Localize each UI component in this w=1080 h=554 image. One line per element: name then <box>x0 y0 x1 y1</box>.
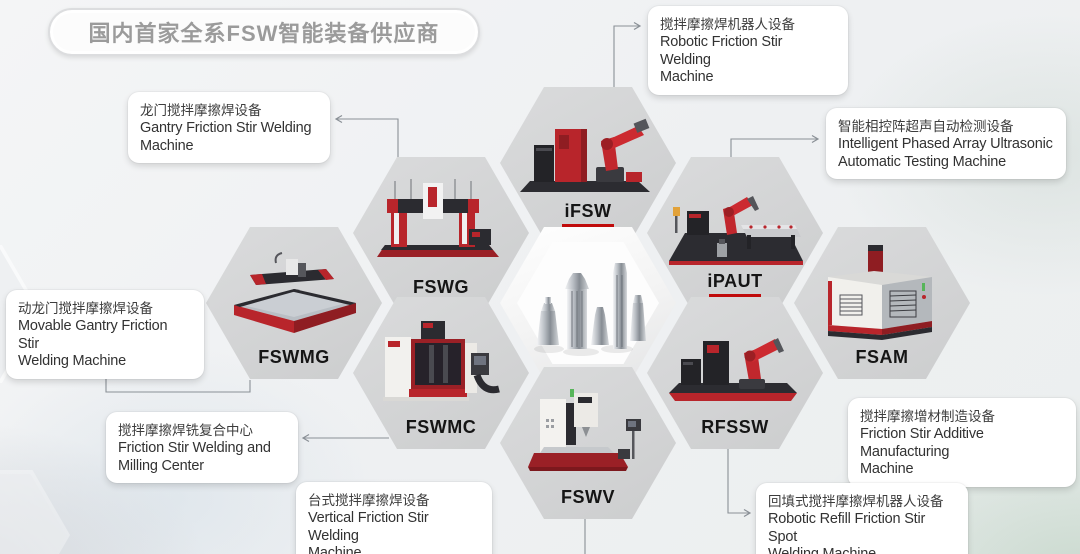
callout-rfssw: 回填式搅拌摩擦焊机器人设备 Robotic Refill Friction St… <box>756 483 968 554</box>
callout-zh: 台式搅拌摩擦焊设备 <box>308 493 430 508</box>
page-title: 国内首家全系FSW智能装备供应商 <box>88 21 440 46</box>
hex-fswv: FSWV <box>500 367 676 519</box>
hex-rfssw-label: RFSSW <box>701 417 769 437</box>
title-banner: 国内首家全系FSW智能装备供应商 <box>48 8 480 56</box>
ipaut-machine-image <box>669 196 803 265</box>
hex-fswmg-label: FSWMG <box>258 347 330 367</box>
fswg-machine-image <box>377 179 499 257</box>
callout-en: Intelligent Phased Array Ultrasonic Auto… <box>838 136 1053 170</box>
hex-ipaut-label: iPAUT <box>707 271 763 291</box>
hex-fswg: FSWG <box>353 157 529 309</box>
fswv-machine-image <box>528 389 641 471</box>
callout-gantry-fsw: 龙门搅拌摩擦焊设备 Gantry Friction Stir Welding M… <box>128 92 330 164</box>
connector-ipaut <box>730 134 820 157</box>
callout-zh: 龙门搅拌摩擦焊设备 <box>140 103 262 118</box>
callout-zh: 回填式搅拌摩擦焊机器人设备 <box>768 494 944 509</box>
ifsw-machine-image <box>520 118 650 192</box>
callout-en: Gantry Friction Stir Welding Machine <box>140 120 312 154</box>
fsam-machine-image <box>828 245 932 340</box>
callout-movable-gantry: 动龙门搅拌摩擦焊设备 Movable Gantry Friction Stir … <box>6 290 204 380</box>
hex-fswg-label: FSWG <box>413 277 469 297</box>
hexagon-shape <box>353 157 529 309</box>
decor-hexagon <box>0 470 70 554</box>
callout-fsam: 搅拌摩擦增材制造设备 Friction Stir Additive Manufa… <box>848 398 1076 488</box>
callout-zh: 动龙门搅拌摩擦焊设备 <box>18 301 153 316</box>
callout-en: Friction Stir Welding and Milling Center <box>118 440 271 474</box>
hex-welding-tools <box>500 227 676 379</box>
hex-fsam: FSAM <box>794 227 970 379</box>
red-underline <box>562 224 614 227</box>
callout-robotic-fsw: 搅拌摩擦焊机器人设备 Robotic Friction Stir Welding… <box>648 6 848 96</box>
connector-ifsw <box>613 21 642 87</box>
hex-fsam-label: FSAM <box>855 347 909 367</box>
hex-fswmc: FSWMC <box>353 297 529 449</box>
callout-en: Movable Gantry Friction Stir Welding Mac… <box>18 318 168 370</box>
connector-rfssw <box>727 449 752 518</box>
rfssw-machine-image <box>669 338 797 401</box>
callout-zh: 搅拌摩擦焊机器人设备 <box>660 17 795 32</box>
hex-fswmg: FSWMG <box>206 227 382 379</box>
hex-ifsw-label: iFSW <box>564 201 612 221</box>
hex-fswv-label: FSWV <box>561 487 615 507</box>
red-underline <box>709 294 761 297</box>
hex-ipaut: iPAUT <box>647 157 823 309</box>
callout-ipaut: 智能相控阵超声自动检测设备 Intelligent Phased Array U… <box>826 108 1066 180</box>
callout-zh: 智能相控阵超声自动检测设备 <box>838 119 1014 134</box>
hex-ifsw: iFSW <box>500 87 676 239</box>
fswmg-machine-image <box>234 252 356 333</box>
callout-vertical-fsw: 台式搅拌摩擦焊设备 Vertical Friction Stir Welding… <box>296 482 492 554</box>
callout-zh: 搅拌摩擦焊铣复合中心 <box>118 423 253 438</box>
hex-fswmc-label: FSWMC <box>405 417 477 437</box>
callout-en: Robotic Friction Stir Welding Machine <box>660 34 783 86</box>
callout-zh: 搅拌摩擦增材制造设备 <box>860 409 995 424</box>
callout-en: Friction Stir Additive Manufacturing Mac… <box>860 426 984 478</box>
connector-fswg <box>334 114 399 157</box>
callout-milling-center: 搅拌摩擦焊铣复合中心 Friction Stir Welding and Mil… <box>106 412 298 484</box>
callout-en: Vertical Friction Stir Welding Machine <box>308 510 429 554</box>
callout-en: Robotic Refill Friction Stir Spot Weldin… <box>768 511 926 554</box>
fswmc-machine-image <box>383 321 500 401</box>
hex-rfssw: RFSSW <box>647 297 823 449</box>
fsw-tools-image <box>534 263 646 356</box>
